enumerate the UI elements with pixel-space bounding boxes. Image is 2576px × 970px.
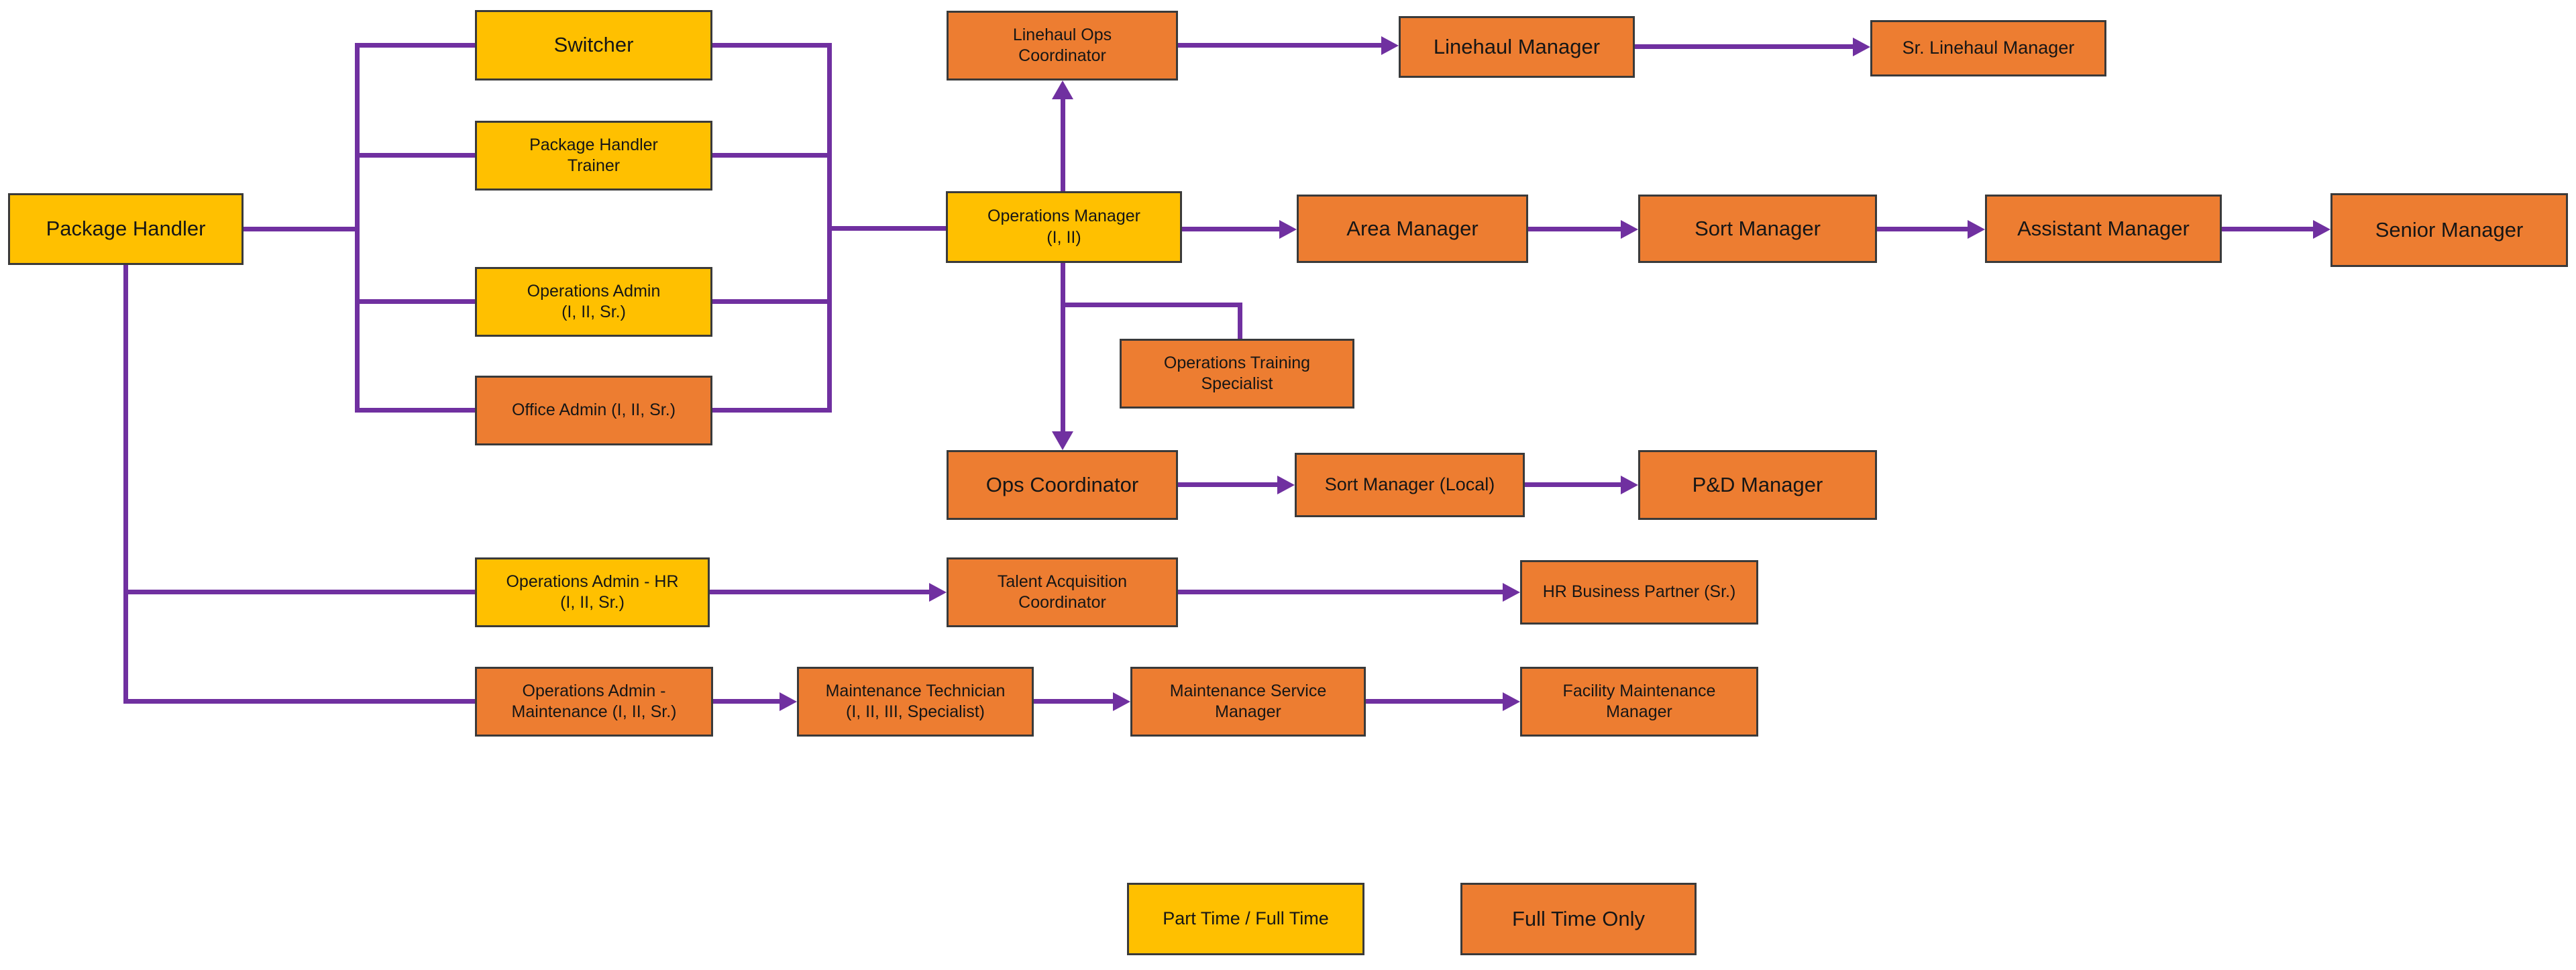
node-linehaul-ops-coordinator-label: Linehaul Ops Coordinator <box>1012 25 1112 65</box>
connector-linehaul-manager-to-sr <box>1635 44 1854 49</box>
node-maintenance-technician: Maintenance Technician (I, II, III, Spec… <box>797 667 1034 737</box>
legend-part-time-full-time-label: Part Time / Full Time <box>1163 908 1329 929</box>
node-ops-coordinator-label: Ops Coordinator <box>985 472 1139 496</box>
connector-left-trunk-to-office-admin <box>355 408 475 413</box>
connector-service-to-facility-manager <box>1366 699 1504 704</box>
arrowhead-hr-business-partner <box>1503 583 1520 602</box>
node-operations-admin-maintenance-label: Operations Admin - Maintenance (I, II, S… <box>511 681 677 721</box>
node-switcher: Switcher <box>475 10 712 80</box>
node-office-admin: Office Admin (I, II, Sr.) <box>475 376 712 445</box>
node-maintenance-service-manager-label: Maintenance Service Manager <box>1169 681 1327 721</box>
node-office-admin-label: Office Admin (I, II, Sr.) <box>511 400 676 420</box>
arrowhead-maintenance-service-manager <box>1113 692 1130 711</box>
node-pd-manager: P&D Manager <box>1638 450 1877 520</box>
node-sr-linehaul-manager: Sr. Linehaul Manager <box>1870 20 2106 76</box>
connector-operations-admin-to-right-trunk <box>712 299 832 304</box>
connector-branch-to-training-specialist-h <box>1061 303 1242 307</box>
arrowhead-pd-manager <box>1621 476 1638 494</box>
arrowhead-talent-acquisition <box>929 583 947 602</box>
node-maintenance-service-manager: Maintenance Service Manager <box>1130 667 1366 737</box>
node-switcher-label: Switcher <box>553 33 634 57</box>
node-hr-business-partner: HR Business Partner (Sr.) <box>1520 560 1758 625</box>
connector-left-trunk-to-trainer <box>355 153 475 158</box>
node-operations-admin: Operations Admin (I, II, Sr.) <box>475 267 712 337</box>
connector-trunk-to-operations-admin-maintenance <box>123 699 475 704</box>
arrowhead-linehaul-manager <box>1381 36 1399 55</box>
node-senior-manager-label: Senior Manager <box>2375 217 2524 241</box>
connector-operations-manager-up-shaft <box>1061 97 1065 195</box>
node-sr-linehaul-manager-label: Sr. Linehaul Manager <box>1902 38 2075 58</box>
connector-left-trunk <box>355 43 360 413</box>
arrowhead-sort-manager-local <box>1277 476 1295 494</box>
node-sort-manager-label: Sort Manager <box>1695 216 1821 240</box>
node-linehaul-manager-label: Linehaul Manager <box>1433 34 1601 58</box>
node-assistant-manager: Assistant Manager <box>1985 195 2222 263</box>
node-senior-manager: Senior Manager <box>2330 193 2568 267</box>
connector-admin-hr-to-talent-acquisition <box>710 590 930 594</box>
arrowhead-area-manager <box>1279 220 1297 239</box>
connector-linehaul-ops-to-linehaul-manager <box>1178 43 1383 48</box>
connector-area-to-sort-manager <box>1528 227 1622 231</box>
node-facility-maintenance-manager-label: Facility Maintenance Manager <box>1562 681 1716 721</box>
connector-sort-local-to-pd-manager <box>1525 482 1622 487</box>
legend-full-time-only: Full Time Only <box>1460 883 1697 955</box>
connector-technician-to-service-manager <box>1034 699 1114 704</box>
node-package-handler: Package Handler <box>8 193 244 265</box>
node-operations-manager: Operations Manager (I, II) <box>946 191 1182 263</box>
node-operations-training-specialist: Operations Training Specialist <box>1120 339 1354 409</box>
connector-assistant-to-senior-manager <box>2222 227 2314 231</box>
connector-operations-manager-to-area-manager <box>1182 227 1281 231</box>
node-facility-maintenance-manager: Facility Maintenance Manager <box>1520 667 1758 737</box>
node-operations-admin-hr-label: Operations Admin - HR (I, II, Sr.) <box>506 572 679 612</box>
node-operations-manager-label: Operations Manager (I, II) <box>987 207 1140 247</box>
connector-left-trunk-to-operations-admin <box>355 299 475 304</box>
node-maintenance-technician-label: Maintenance Technician (I, II, III, Spec… <box>825 681 1006 721</box>
arrowhead-maintenance-technician <box>780 692 797 711</box>
node-operations-admin-label: Operations Admin (I, II, Sr.) <box>527 281 661 321</box>
legend-part-time-full-time: Part Time / Full Time <box>1127 883 1364 955</box>
arrowhead-to-linehaul-ops-coordinator <box>1052 80 1073 99</box>
node-ops-coordinator: Ops Coordinator <box>947 450 1178 520</box>
node-operations-admin-maintenance: Operations Admin - Maintenance (I, II, S… <box>475 667 713 737</box>
connector-sort-to-assistant-manager <box>1877 227 1969 231</box>
node-package-handler-label: Package Handler <box>46 217 206 241</box>
arrowhead-sr-linehaul-manager <box>1853 38 1870 56</box>
node-package-handler-trainer-label: Package Handler Trainer <box>529 135 658 175</box>
node-linehaul-manager: Linehaul Manager <box>1399 16 1635 78</box>
node-hr-business-partner-label: HR Business Partner (Sr.) <box>1542 582 1736 602</box>
node-operations-training-specialist-label: Operations Training Specialist <box>1163 353 1311 393</box>
legend-full-time-only-label: Full Time Only <box>1511 906 1646 930</box>
node-operations-admin-hr: Operations Admin - HR (I, II, Sr.) <box>475 557 710 627</box>
arrowhead-facility-maintenance-manager <box>1503 692 1520 711</box>
connector-talent-to-hr-business-partner <box>1178 590 1504 594</box>
connector-right-trunk-to-operations-manager <box>827 226 946 231</box>
node-area-manager: Area Manager <box>1297 195 1528 263</box>
node-talent-acquisition-coordinator-label: Talent Acquisition Coordinator <box>997 572 1128 612</box>
arrowhead-to-ops-coordinator <box>1052 431 1073 450</box>
connector-admin-maintenance-to-technician <box>713 699 781 704</box>
connector-ops-coordinator-to-sort-manager-local <box>1178 482 1279 487</box>
connector-left-trunk-to-switcher <box>355 43 475 48</box>
connector-package-handler-to-left-trunk <box>244 227 360 231</box>
node-talent-acquisition-coordinator: Talent Acquisition Coordinator <box>947 557 1178 627</box>
connector-branch-to-training-specialist-v <box>1238 303 1242 340</box>
node-sort-manager: Sort Manager <box>1638 195 1877 263</box>
node-package-handler-trainer: Package Handler Trainer <box>475 121 712 191</box>
node-assistant-manager-label: Assistant Manager <box>2017 216 2190 240</box>
connector-operations-manager-down-shaft <box>1061 263 1065 433</box>
connector-office-admin-to-right-trunk <box>712 408 832 413</box>
node-linehaul-ops-coordinator: Linehaul Ops Coordinator <box>947 11 1178 80</box>
connector-package-handler-down-trunk <box>123 265 128 704</box>
arrowhead-assistant-manager <box>1968 220 1985 239</box>
connector-switcher-to-right-trunk <box>712 43 832 48</box>
connector-trainer-to-right-trunk <box>712 153 832 158</box>
node-area-manager-label: Area Manager <box>1346 216 1479 240</box>
connector-trunk-to-operations-admin-hr <box>123 590 475 594</box>
arrowhead-senior-manager <box>2313 220 2330 239</box>
node-sort-manager-local: Sort Manager (Local) <box>1295 453 1525 517</box>
arrowhead-sort-manager <box>1621 220 1638 239</box>
node-sort-manager-local-label: Sort Manager (Local) <box>1324 474 1495 495</box>
node-pd-manager-label: P&D Manager <box>1692 472 1823 496</box>
